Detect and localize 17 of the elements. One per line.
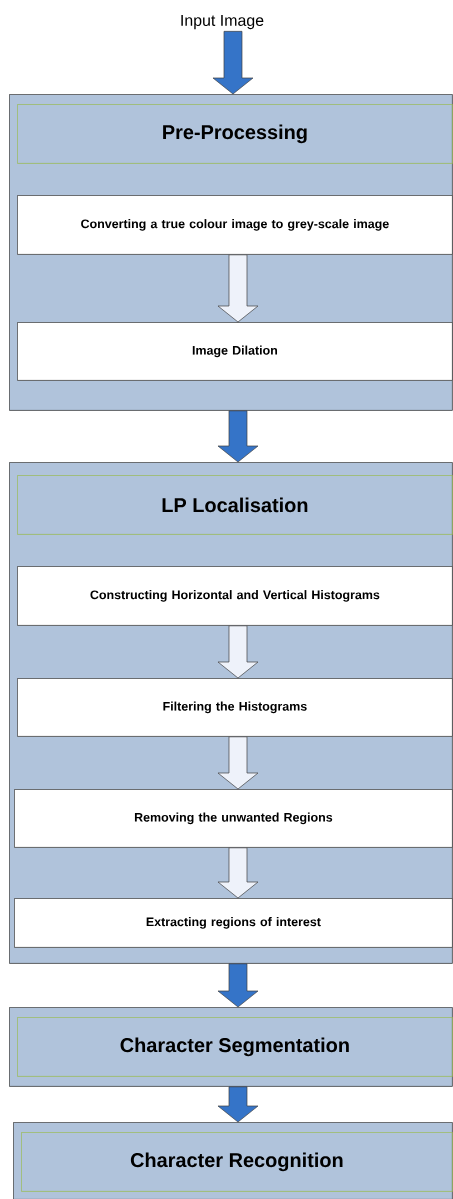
- stage-panel: Character Segmentation: [9, 1007, 453, 1087]
- block-arrow: [217, 847, 259, 899]
- step-box: Extracting regions of interest: [14, 898, 453, 948]
- block-arrow: [217, 736, 259, 790]
- block-arrow: [217, 254, 259, 323]
- block-arrow: [212, 31, 254, 95]
- step-box: Image Dilation: [17, 322, 453, 381]
- stage-panel: Character Recognition: [13, 1122, 453, 1199]
- step-box: Converting a true colour image to grey-scale image: [17, 195, 453, 255]
- step-box: Removing the unwanted Regions: [14, 789, 453, 848]
- step-box: Constructing Horizontal and Vertical Histograms: [17, 566, 453, 626]
- block-arrow: [217, 410, 259, 463]
- input-label: Input Image: [181, 14, 264, 30]
- block-arrow: [217, 963, 259, 1008]
- step-box: Filtering the Histograms: [17, 678, 453, 737]
- block-arrow: [217, 625, 259, 679]
- block-arrow: [217, 1086, 259, 1123]
